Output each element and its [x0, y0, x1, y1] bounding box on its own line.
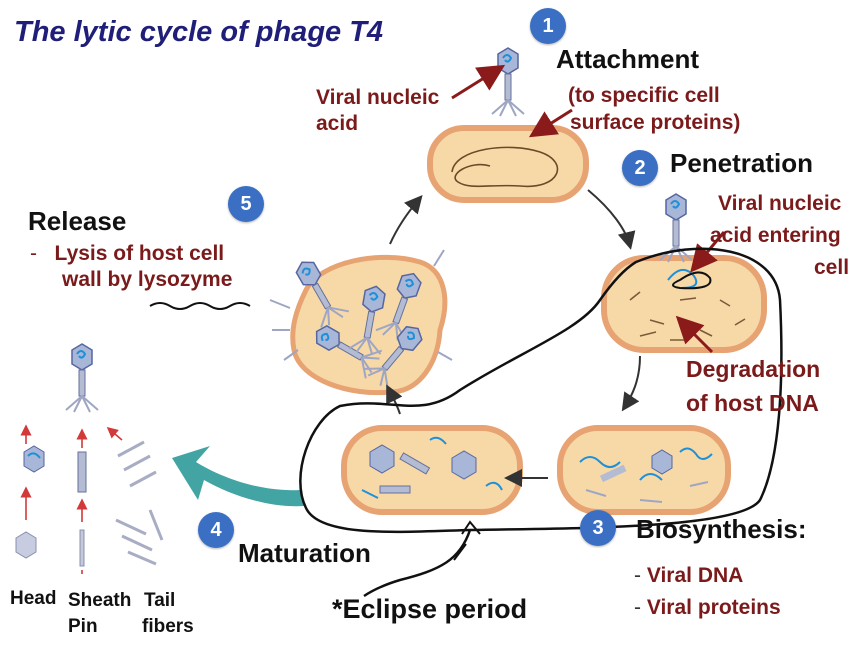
- cell-release: [269, 249, 453, 396]
- cell-biosynthesis: [557, 425, 731, 515]
- step-2-heading: Penetration: [670, 148, 814, 178]
- step-2-badge: 2: [622, 150, 658, 186]
- step-3-note-1: - Viral DNA: [634, 564, 744, 587]
- step-5-note-1: - Lysis of host cell: [30, 242, 225, 265]
- arrow-5-to-1: [389, 194, 423, 245]
- step-5-badge: 5: [228, 186, 264, 222]
- step-1-note-1: (to specific cell: [568, 84, 720, 107]
- wavy-underline: [149, 302, 251, 310]
- step-4-heading: Maturation: [238, 538, 371, 568]
- viral-nucleic-acid-label-2: acid: [316, 112, 359, 135]
- eclipse-loop: [299, 247, 783, 534]
- part-head-label: Head: [10, 588, 57, 609]
- part-sheath-label: Sheath: [68, 590, 132, 611]
- step-1-heading: Attachment: [556, 44, 700, 74]
- part-pin-label: Pin: [68, 616, 98, 637]
- cell-penetration: [601, 193, 767, 353]
- step-3-heading: Biosynthesis:: [636, 514, 807, 544]
- step-4-badge: 4: [198, 512, 234, 548]
- step-3-note-2: - Viral proteins: [634, 596, 781, 619]
- viral-nucleic-acid-label-1: Viral nucleic: [316, 86, 440, 109]
- part-tail-label: Tail: [144, 590, 176, 611]
- eclipse-period-label: *Eclipse period: [332, 594, 528, 624]
- cell-maturation: [341, 425, 523, 515]
- step-3-badge: 3: [580, 510, 616, 546]
- step-1-badge: 1: [530, 8, 566, 44]
- step-2-note-1: Viral nucleic: [718, 192, 842, 215]
- arrow-4-to-5: [386, 384, 403, 415]
- step-2-note-3: cell: [814, 256, 850, 279]
- part-fibers-label: fibers: [142, 616, 194, 637]
- phage-parts: [15, 343, 164, 574]
- step-2-note-2: acid entering: [710, 224, 841, 247]
- step-5-heading: Release: [28, 206, 127, 236]
- teal-arrow: [172, 446, 304, 507]
- degradation-label-2: of host DNA: [686, 390, 819, 416]
- step-5-note-2: wall by lysozyme: [62, 268, 233, 291]
- arrow-1-to-2: [587, 189, 636, 250]
- cell-attachment: [427, 47, 589, 203]
- step-1-note-2: surface proteins): [570, 111, 741, 134]
- arrow-2-to-3: [621, 355, 641, 412]
- degradation-label-1: Degradation: [686, 356, 821, 382]
- page-title: The lytic cycle of phage T4: [14, 16, 384, 48]
